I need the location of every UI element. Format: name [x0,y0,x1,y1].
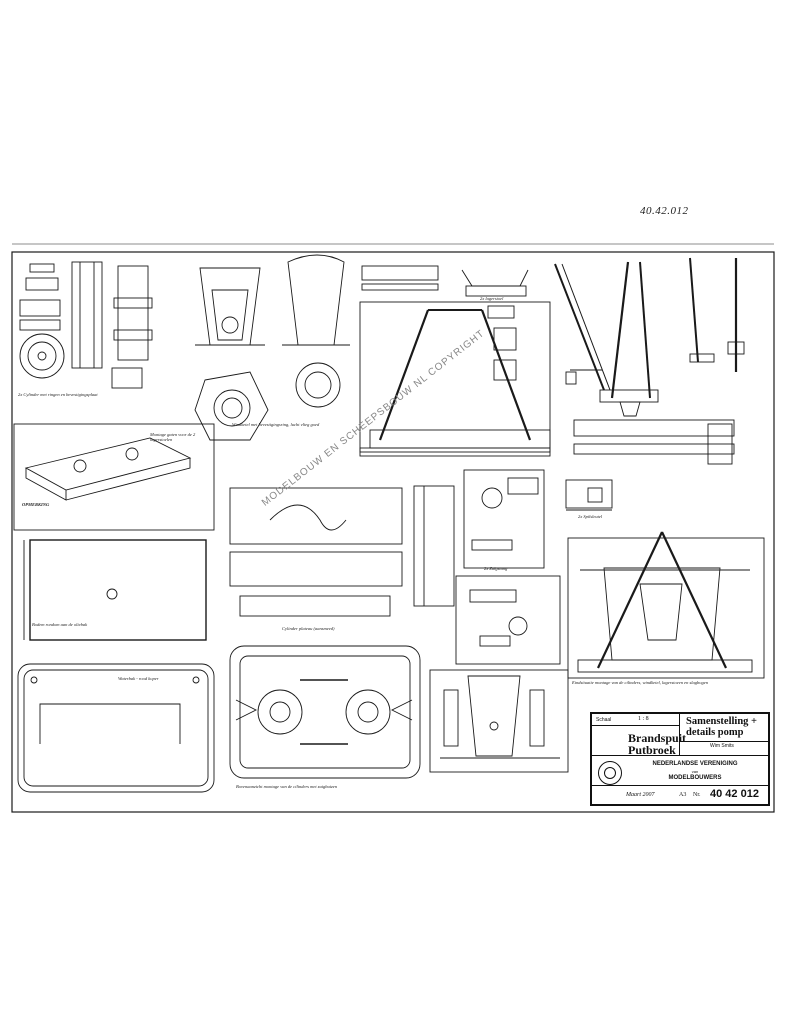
tb-title-cell [680,714,768,742]
cilinder-front [429,669,569,773]
montage-plate-iso [13,423,215,531]
note-bodem: Bodem rondom aan de oliebak [32,622,88,627]
note-windketel: Windketel met bevestigingsring, lucht vl… [232,422,320,427]
tb-org-line1: NEDERLANDSE VERENIGING [652,761,738,767]
tb-number-label: Nr. [693,792,701,798]
tb-drawing-title: Samenstelling + details pomp [686,716,770,738]
bodem-plate [23,539,207,641]
eind-assembly [567,531,765,679]
tb-model-name-line1: Brandspuit [628,731,687,745]
note-waterbak: Waterbak - rood koper [118,676,159,681]
nvm-logo-icon [598,761,622,785]
note-bovenaanzicht: Bovenaanzicht montage van de cilinders m… [236,784,337,789]
title-block: Schaal 1 : 8 Brandspuit Putbroek Samenst… [590,712,770,806]
tb-drawing-title-line2: details pomp [686,727,744,738]
tb-organisation: NEDERLANDSE VERENIGING van MODELBOUWERS [624,761,766,782]
note-lagerstoel: 2x lagerstoel [480,296,504,301]
note-cylinder: 2x Cylinder met ringen en bevestigingspl… [18,392,98,397]
a-frame-detail [359,301,551,457]
note-zuigstang: 2x Zuigstang [484,566,508,571]
tb-org-cell [592,756,768,786]
tb-date: Maart 2007 [626,792,655,798]
waterbak-detail [17,663,215,793]
tb-format: A3 [679,792,687,798]
tb-drawing-title-line1: Samenstelling + [686,716,758,727]
tb-name-cell [592,726,680,756]
zuigstang-detail [455,469,561,665]
note-opmerking: OPMERKING [22,502,50,507]
note-cylinder-plateau: Cylinder plateau (aansmeed) [282,626,335,631]
spilsleutel-detail [565,419,735,511]
note-montage: Montage gaten voor de 2 lagerstoelen [150,432,196,442]
tb-org-line2: van [691,769,699,774]
windketel-detail [194,254,350,441]
tb-org-line3: MODELBOUWERS [668,775,722,781]
handwritten-reference: 40.42.012 [640,205,689,217]
tb-author-cell [680,742,768,756]
note-spilsleutel: 2x Spilsleutel [578,514,603,519]
cylinder-plateau [229,485,455,617]
sheet-border [11,251,775,813]
tb-author: Wim Smits [710,743,734,749]
slagbogen-detail [554,257,745,417]
cylinder-detail [19,261,153,389]
bovenaanzicht-detail [229,645,421,779]
tb-scale-label: Schaal [596,717,612,723]
verbinding-detail [361,265,529,381]
note-eind: Eindsituatie montage van de cilinders, w… [572,680,708,685]
tb-scale-value: 1 : 8 [638,716,649,722]
tb-scale-row [592,714,680,726]
tb-model-name: Brandspuit Putbroek [628,732,686,756]
tb-model-name-line2: Putbroek [628,743,676,757]
tb-drawing-number: 40 42 012 [710,788,759,800]
